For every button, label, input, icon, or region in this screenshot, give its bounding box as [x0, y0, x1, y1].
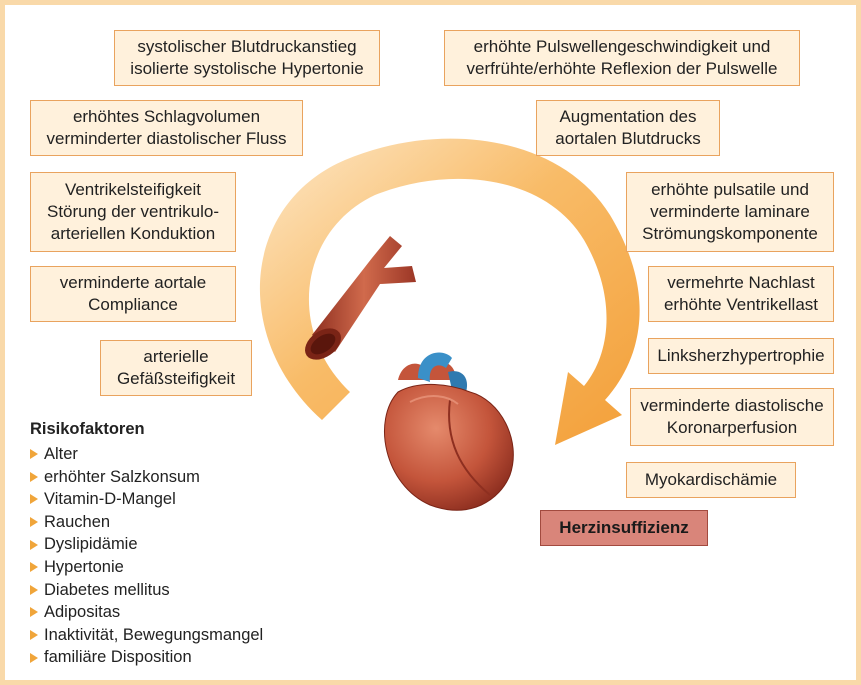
- risk-factor-item: Dyslipidämie: [30, 533, 263, 556]
- bullet-triangle-icon: [30, 630, 38, 640]
- box-vermehrte-nachlast: vermehrte Nachlast erhöhte Ventrikellast: [648, 266, 834, 322]
- box-herzinsuffizienz: Herzinsuffizienz: [540, 510, 708, 546]
- risk-factor-item: familiäre Disposition: [30, 646, 263, 669]
- box-arterielle-gefaesssteifigkeit: arterielle Gefäßsteifigkeit: [100, 340, 252, 396]
- box-koronarperfusion: verminderte diastolische Koronarperfusio…: [630, 388, 834, 446]
- box-stroemungskomponente: erhöhte pulsatile und verminderte lamina…: [626, 172, 834, 252]
- risk-factors-panel: Risikofaktoren Alter erhöhter Salzkonsum…: [30, 418, 263, 669]
- bullet-triangle-icon: [30, 472, 38, 482]
- bullet-triangle-icon: [30, 585, 38, 595]
- risk-factors-title: Risikofaktoren: [30, 418, 263, 440]
- risk-factors-list: Alter erhöhter Salzkonsum Vitamin-D-Mang…: [30, 443, 263, 669]
- box-erhoehtes-schlagvolumen: erhöhtes Schlagvolumen verminderter dias…: [30, 100, 303, 156]
- risk-factor-item: Vitamin-D-Mangel: [30, 488, 263, 511]
- box-systolischer-blutdruckanstieg: systolischer Blutdruckanstieg isolierte …: [114, 30, 380, 86]
- risk-factor-item: erhöhter Salzkonsum: [30, 466, 263, 489]
- box-verminderte-aortale-compliance: verminderte aortale Compliance: [30, 266, 236, 322]
- box-linksherzhypertrophie: Linksherzhypertrophie: [648, 338, 834, 374]
- bullet-triangle-icon: [30, 494, 38, 504]
- risk-factor-item: Inaktivität, Bewegungsmangel: [30, 624, 263, 647]
- bullet-triangle-icon: [30, 517, 38, 527]
- risk-factor-item: Hypertonie: [30, 556, 263, 579]
- risk-factor-item: Diabetes mellitus: [30, 579, 263, 602]
- bullet-triangle-icon: [30, 562, 38, 572]
- box-pulswellengeschwindigkeit: erhöhte Pulswellengeschwindigkeit und ve…: [444, 30, 800, 86]
- box-myokardischaemie: Myokardischämie: [626, 462, 796, 498]
- risk-factor-item: Rauchen: [30, 511, 263, 534]
- bullet-triangle-icon: [30, 540, 38, 550]
- risk-factor-item: Adipositas: [30, 601, 263, 624]
- bullet-triangle-icon: [30, 449, 38, 459]
- bullet-triangle-icon: [30, 607, 38, 617]
- risk-factor-item: Alter: [30, 443, 263, 466]
- box-ventrikelsteifigkeit: Ventrikelsteifigkeit Störung der ventrik…: [30, 172, 236, 252]
- bullet-triangle-icon: [30, 653, 38, 663]
- box-augmentation-aortaler-blutdruck: Augmentation des aortalen Blutdrucks: [536, 100, 720, 156]
- heart-illustration: [384, 353, 513, 511]
